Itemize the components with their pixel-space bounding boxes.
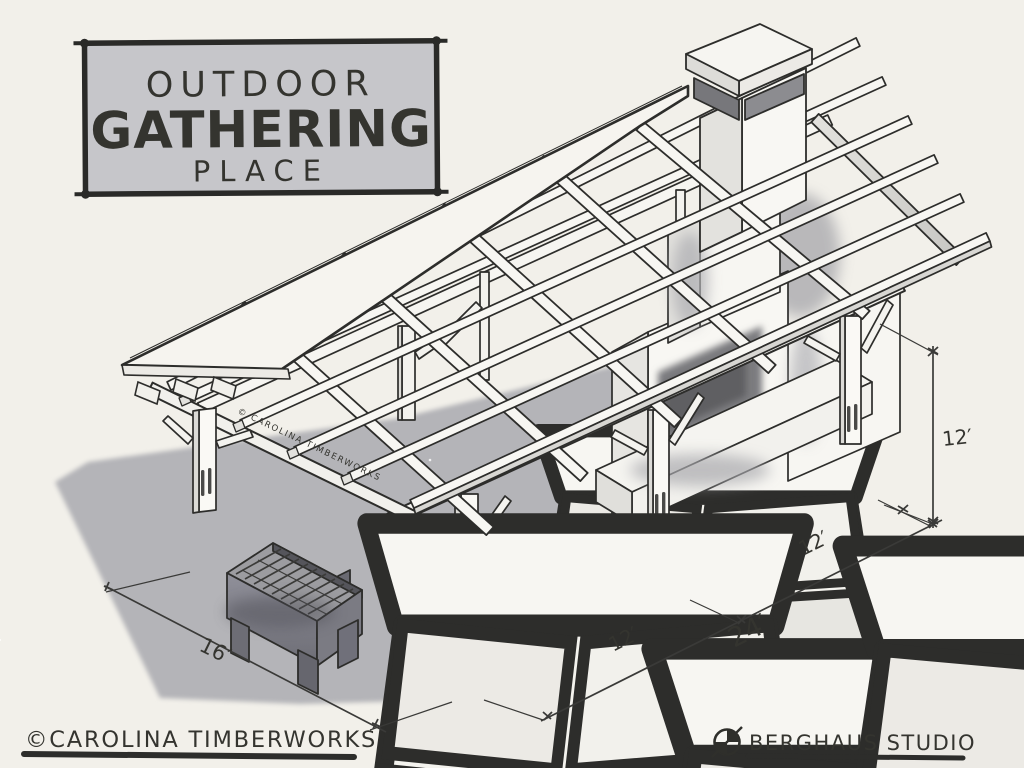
title-line-2: GATHERING (90, 100, 432, 161)
dimension-height: 12′ (879, 323, 974, 528)
title-line-1: OUTDOOR (146, 64, 376, 106)
tick-marks (897, 346, 939, 527)
purlins (178, 115, 993, 515)
studio-credit: BERGHAUS STUDIO (749, 731, 976, 755)
left-credit: ©CAROLINA TIMBERWORKS (25, 727, 377, 753)
panel-corner-dots (73, 36, 449, 199)
grill (225, 542, 363, 695)
footer: ©CAROLINA TIMBERWORKS BERGHAUS STUDIO (21, 726, 976, 761)
studio-credit-underline (745, 753, 966, 761)
title-panel: OUTDOOR GATHERING PLACE (73, 36, 449, 199)
compass-logo-icon (711, 726, 743, 758)
tick-marks (103, 581, 382, 730)
title-line-3: PLACE (193, 154, 330, 189)
dim-label-height: 12′ (941, 424, 974, 451)
roof-sheathing (120, 84, 690, 406)
left-credit-underline (21, 751, 357, 760)
